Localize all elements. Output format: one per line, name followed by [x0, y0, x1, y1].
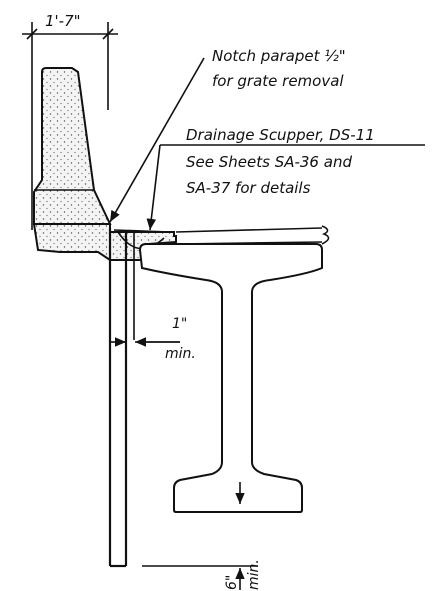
leaders	[109, 57, 425, 231]
scupper-note-line2: See Sheets SA-36 and	[186, 153, 352, 171]
notch-note-line2: for grate removal	[212, 72, 344, 90]
scupper-note-line3: SA-37 for details	[186, 179, 311, 197]
bottom-clearance-dimension: 6" min.	[142, 482, 262, 590]
clearance-value: 1"	[172, 316, 187, 332]
scupper-note-line1: Drainage Scupper, DS-11	[186, 126, 375, 144]
i-girder	[138, 243, 323, 513]
clearance-unit: min.	[165, 346, 196, 362]
scupper-pipe	[108, 228, 171, 568]
parapet-width-label: 1'-7"	[45, 12, 81, 30]
parapet-width-dimension: 1'-7"	[22, 12, 118, 230]
notch-note-line1: Notch parapet ½"	[212, 47, 346, 65]
bottom-unit: min.	[246, 559, 262, 590]
clearance-dimension: 1" min.	[110, 316, 196, 362]
bottom-value: 6"	[224, 575, 240, 590]
